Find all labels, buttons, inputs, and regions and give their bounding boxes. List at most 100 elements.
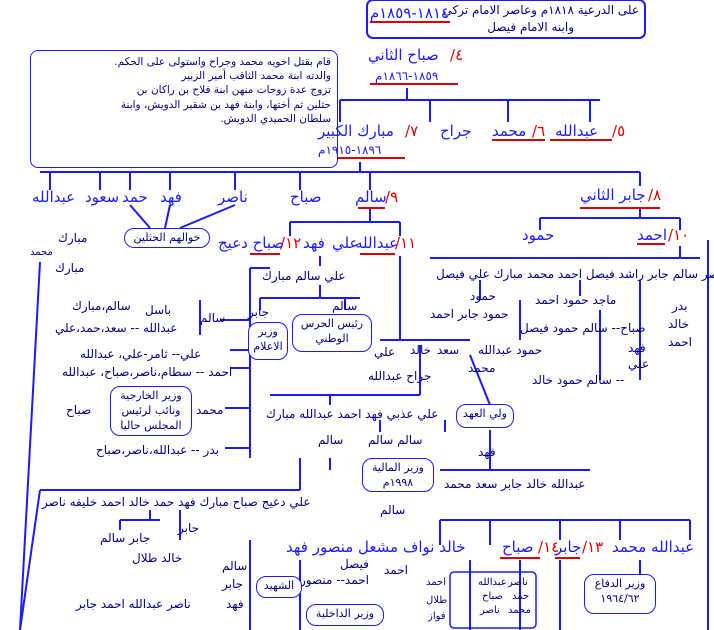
defense-minister-box: وزير الدفاع ١٩٦٤/٦٢ <box>584 574 656 614</box>
ruler-8-number: ٨/ <box>648 186 662 204</box>
bottom-fahad: فهد <box>226 597 244 611</box>
ruler-13-jaber: جابر <box>555 538 582 556</box>
mohammad-2: محمد <box>468 361 496 375</box>
jarrah-abdullah: جراح عبدالله <box>368 369 432 383</box>
foreign-minister-box: وزير الخارجية ونائب لرئيس المجلس حاليا <box>110 386 192 436</box>
ali-1: علي <box>628 357 650 371</box>
khaled: خالد <box>668 317 690 331</box>
saad-sons-row: عبدالله خالد جابر سعد محمد <box>444 477 586 491</box>
ali-salem-mubarak: علي سالم مبارك <box>262 269 346 283</box>
jaber-salem: جابر سالم <box>100 531 151 545</box>
abdullah: عبدالله <box>32 188 76 206</box>
kid-a-3: محمد <box>508 605 531 616</box>
ruler-7-mubarak: مبارك الكبير <box>318 122 394 140</box>
note-line: والدته ابنة محمد الثاقب أمير الزبير <box>181 70 331 83</box>
gen4-name: صباح الثاني <box>368 46 439 64</box>
note-line: تزوج عدة زوجات منهن ابنة فلاح بن راكان ب… <box>136 84 331 97</box>
hamoud-abdullah: حمود عبدالله <box>478 343 543 357</box>
gen4-dates: ١٨٥٩-١٨٦٦م <box>375 69 439 83</box>
left-sabah: صباح <box>66 403 92 417</box>
ruler-6-mohammad: محمد <box>492 122 527 140</box>
ruler-8-jaber: جابر الثاني <box>580 186 646 204</box>
ahmad-2: احمد <box>668 335 692 349</box>
left-salem: سالم <box>200 311 226 325</box>
ruler-13-number: ١٣/ <box>582 538 604 556</box>
ruler-12-number: ١٢/ <box>280 234 302 252</box>
left-basel: باسل <box>145 303 172 317</box>
left-badr-row: بدر -- عبدالله،ناصر،صباح <box>96 443 219 457</box>
abdullah-son-2: محمد <box>30 247 53 258</box>
martyr-box: الشهيد <box>256 576 302 598</box>
note-line: حثلين ثم أختها، وابنة فهد بن شقير الدويش… <box>120 98 331 111</box>
dueij-sons-row: علي دعيج صباح مبارك فهد حمد خالد احمد خل… <box>42 495 311 509</box>
sabah: صباح <box>290 188 322 206</box>
fahad-1: فهد <box>628 341 646 355</box>
nasser-row: ناصر عبدالله احمد جابر <box>76 597 191 611</box>
bottom-salem-2: سالم <box>222 559 248 573</box>
ruler-11-abdullah: عبدالله <box>355 234 399 252</box>
top-note-line-2: وابنه الامام فيصل <box>487 20 574 34</box>
badr: بدر <box>672 299 688 313</box>
kid-a-1: ناصر <box>508 577 528 588</box>
ali-3: علي <box>374 345 396 359</box>
abdullah-mohammad: عبدالله محمد <box>612 538 695 556</box>
ahmad-mansour: احمد-- منصور <box>300 573 369 587</box>
ruler-9-number: ٩/ <box>385 188 399 206</box>
top-note-frame <box>366 0 646 39</box>
left-ahmad-row: احمد -- سطام،ناصر،صباح، عبدالله <box>62 365 233 379</box>
left-salem-mubarak: سالم،مبارك <box>72 299 131 313</box>
kid-c-1: احمد <box>426 577 446 588</box>
ruler-11-number: ١١/ <box>395 234 417 252</box>
jarrah: جراح <box>440 122 472 140</box>
salem-fahad: فهد <box>303 234 325 252</box>
salem-3: سالم <box>318 433 344 447</box>
khaled-2: خالد <box>410 343 432 357</box>
ruler-12-sabah-dueij: صباح دعيج <box>218 234 285 252</box>
bottom-jaber-2: جابر <box>222 577 244 591</box>
ruler-10-ahmad: احمد <box>637 226 667 244</box>
mubarak-biography-note: قام بقتل اخويه محمد وجراح واستولى على ال… <box>30 50 338 168</box>
bottom-ahmad: احمد <box>384 563 408 577</box>
abdullah-salem-sons-row: علي عذبي فهد احمد عبدالله مبارك <box>266 407 439 421</box>
finance-minister-box: وزير المالية ١٩٩٨م <box>362 458 434 492</box>
hamad: حمد <box>122 188 148 206</box>
akhwal-hathleen-box: خوالهم الحثلين <box>124 228 210 248</box>
hamoud-sub: حمود <box>470 289 496 303</box>
abdullah-son-3: مبارك <box>55 261 85 275</box>
ahmad-sons-row: ناصر سالم جابر راشد فيصل احمد محمد مبارك… <box>436 267 714 281</box>
left-mohammad: محمد <box>196 403 224 417</box>
salem-hamoud-khaled: -- سالم حمود خالد <box>532 373 625 387</box>
kid-b-2: صباح <box>482 591 504 602</box>
salem-ali: علي <box>332 234 359 252</box>
jaber-2: جابر <box>248 305 270 319</box>
bottom-salem: سالم <box>380 503 406 517</box>
ruler-5-abdullah: عبدالله <box>555 122 599 140</box>
national-guard-box: رئيس الحرس الوطني <box>292 314 372 352</box>
mubarak-dates: ١٨٩٦-١٩١٥م <box>318 143 382 157</box>
kid-b-1: عبدالله <box>478 577 507 588</box>
ruler-5-number: ٥/ <box>612 122 626 140</box>
saad: سعد <box>437 343 460 357</box>
ruler-14-sabah: صباح <box>502 538 534 556</box>
bottom-faisal: فيصل <box>340 557 369 571</box>
ruler-14-number: ١٤/ <box>538 538 560 556</box>
ruler-10-number: ١٠/ <box>668 226 690 244</box>
majed-hamoud-ahmad: ماجد حمود احمد <box>535 293 617 307</box>
abdullah-son-1: مبارك <box>58 231 88 245</box>
fahad: فهد <box>160 188 182 206</box>
kid-b-3: ناصر <box>480 605 500 616</box>
ruler-6-number: ٦/ <box>532 122 546 140</box>
ruler-7-number: ٧/ <box>405 122 419 140</box>
nasser: ناصر <box>218 188 248 206</box>
gen4-number: ٤/ <box>450 46 464 64</box>
left-ali-row: علي-- ثامر-علي، عبدالله <box>80 347 202 361</box>
note-line: سلطان الحميدي الدويش. <box>220 112 331 125</box>
information-minister-box: وزير الاعلام <box>248 322 288 360</box>
top-dates: ١٨١٤-١٨٥٩م <box>369 4 449 22</box>
bottom-sons-row: خالد نواف مشعل منصور فهد <box>286 538 466 556</box>
bottom-jaber: جابر <box>178 521 200 535</box>
sabah-salem-hamoud-faisal: صباح-- سالم حمود فيصل <box>520 321 646 335</box>
kid-c-3: فواز <box>428 611 446 622</box>
